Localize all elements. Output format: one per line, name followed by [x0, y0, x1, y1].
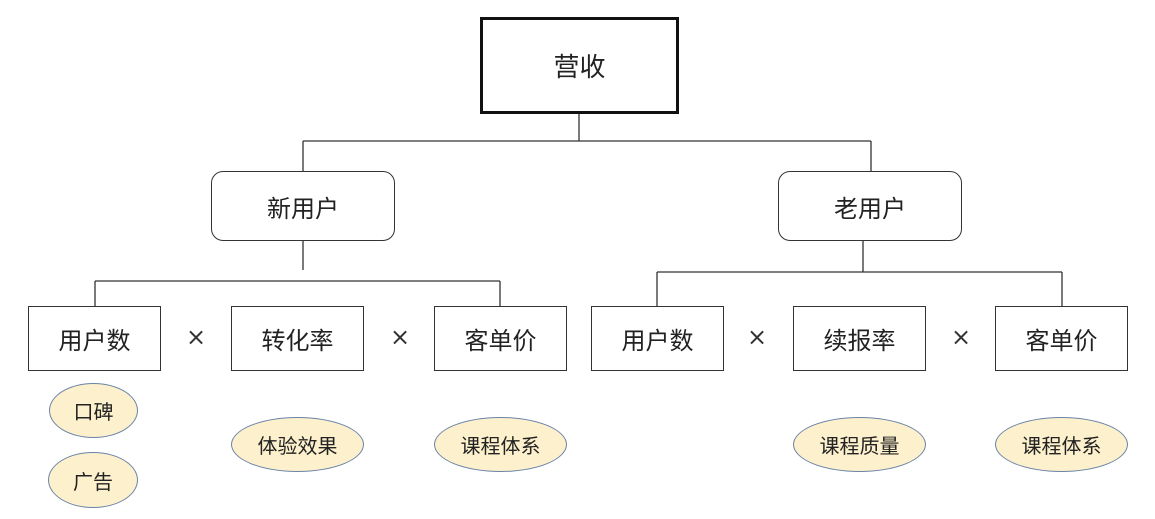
multiply-operator: × [746, 323, 768, 351]
metric-node-old-renewal-rate: 续报率 [793, 306, 926, 371]
connector-root-to-segments [302, 114, 872, 171]
factor-label: 口碑 [73, 400, 114, 424]
metric-node-new-unit-price: 客单价 [434, 306, 567, 371]
factor-pill-course-quality: 课程质量 [793, 417, 926, 472]
root-label: 营收 [553, 53, 606, 83]
connector-new-user-to-metrics [94, 241, 501, 306]
multiply-operator: × [389, 323, 411, 351]
metric-node-new-conversion-rate: 转化率 [231, 306, 364, 371]
metric-label: 用户数 [621, 327, 694, 355]
multiply-operator: × [185, 323, 207, 351]
metric-label: 客单价 [1025, 327, 1098, 355]
factor-pill-curriculum-old: 课程体系 [995, 417, 1128, 472]
metric-node-new-user-count: 用户数 [28, 306, 161, 371]
factor-label: 课程体系 [460, 434, 541, 458]
root-node-revenue: 营收 [480, 17, 679, 114]
segment-node-old-users: 老用户 [778, 171, 962, 241]
factor-label: 体验效果 [257, 434, 338, 458]
factor-label: 课程质量 [819, 434, 900, 458]
segment-label: 老用户 [834, 194, 906, 223]
metric-label: 用户数 [58, 327, 131, 355]
factor-label: 课程体系 [1021, 434, 1102, 458]
multiply-operator: × [950, 323, 972, 351]
factor-pill-experience: 体验效果 [231, 417, 364, 472]
segment-label: 新用户 [267, 194, 339, 223]
metric-node-old-unit-price: 客单价 [995, 306, 1128, 371]
metric-node-old-user-count: 用户数 [591, 306, 724, 371]
metric-label: 客单价 [464, 327, 537, 355]
factor-pill-advertising: 广告 [48, 452, 138, 508]
metric-label: 续报率 [823, 327, 896, 355]
connector-old-user-to-metrics [656, 241, 1063, 306]
factor-pill-word-of-mouth: 口碑 [49, 383, 138, 438]
factor-pill-curriculum-new: 课程体系 [434, 417, 567, 472]
factor-label: 广告 [73, 469, 113, 494]
segment-node-new-users: 新用户 [211, 171, 395, 241]
metric-label: 转化率 [261, 327, 334, 355]
